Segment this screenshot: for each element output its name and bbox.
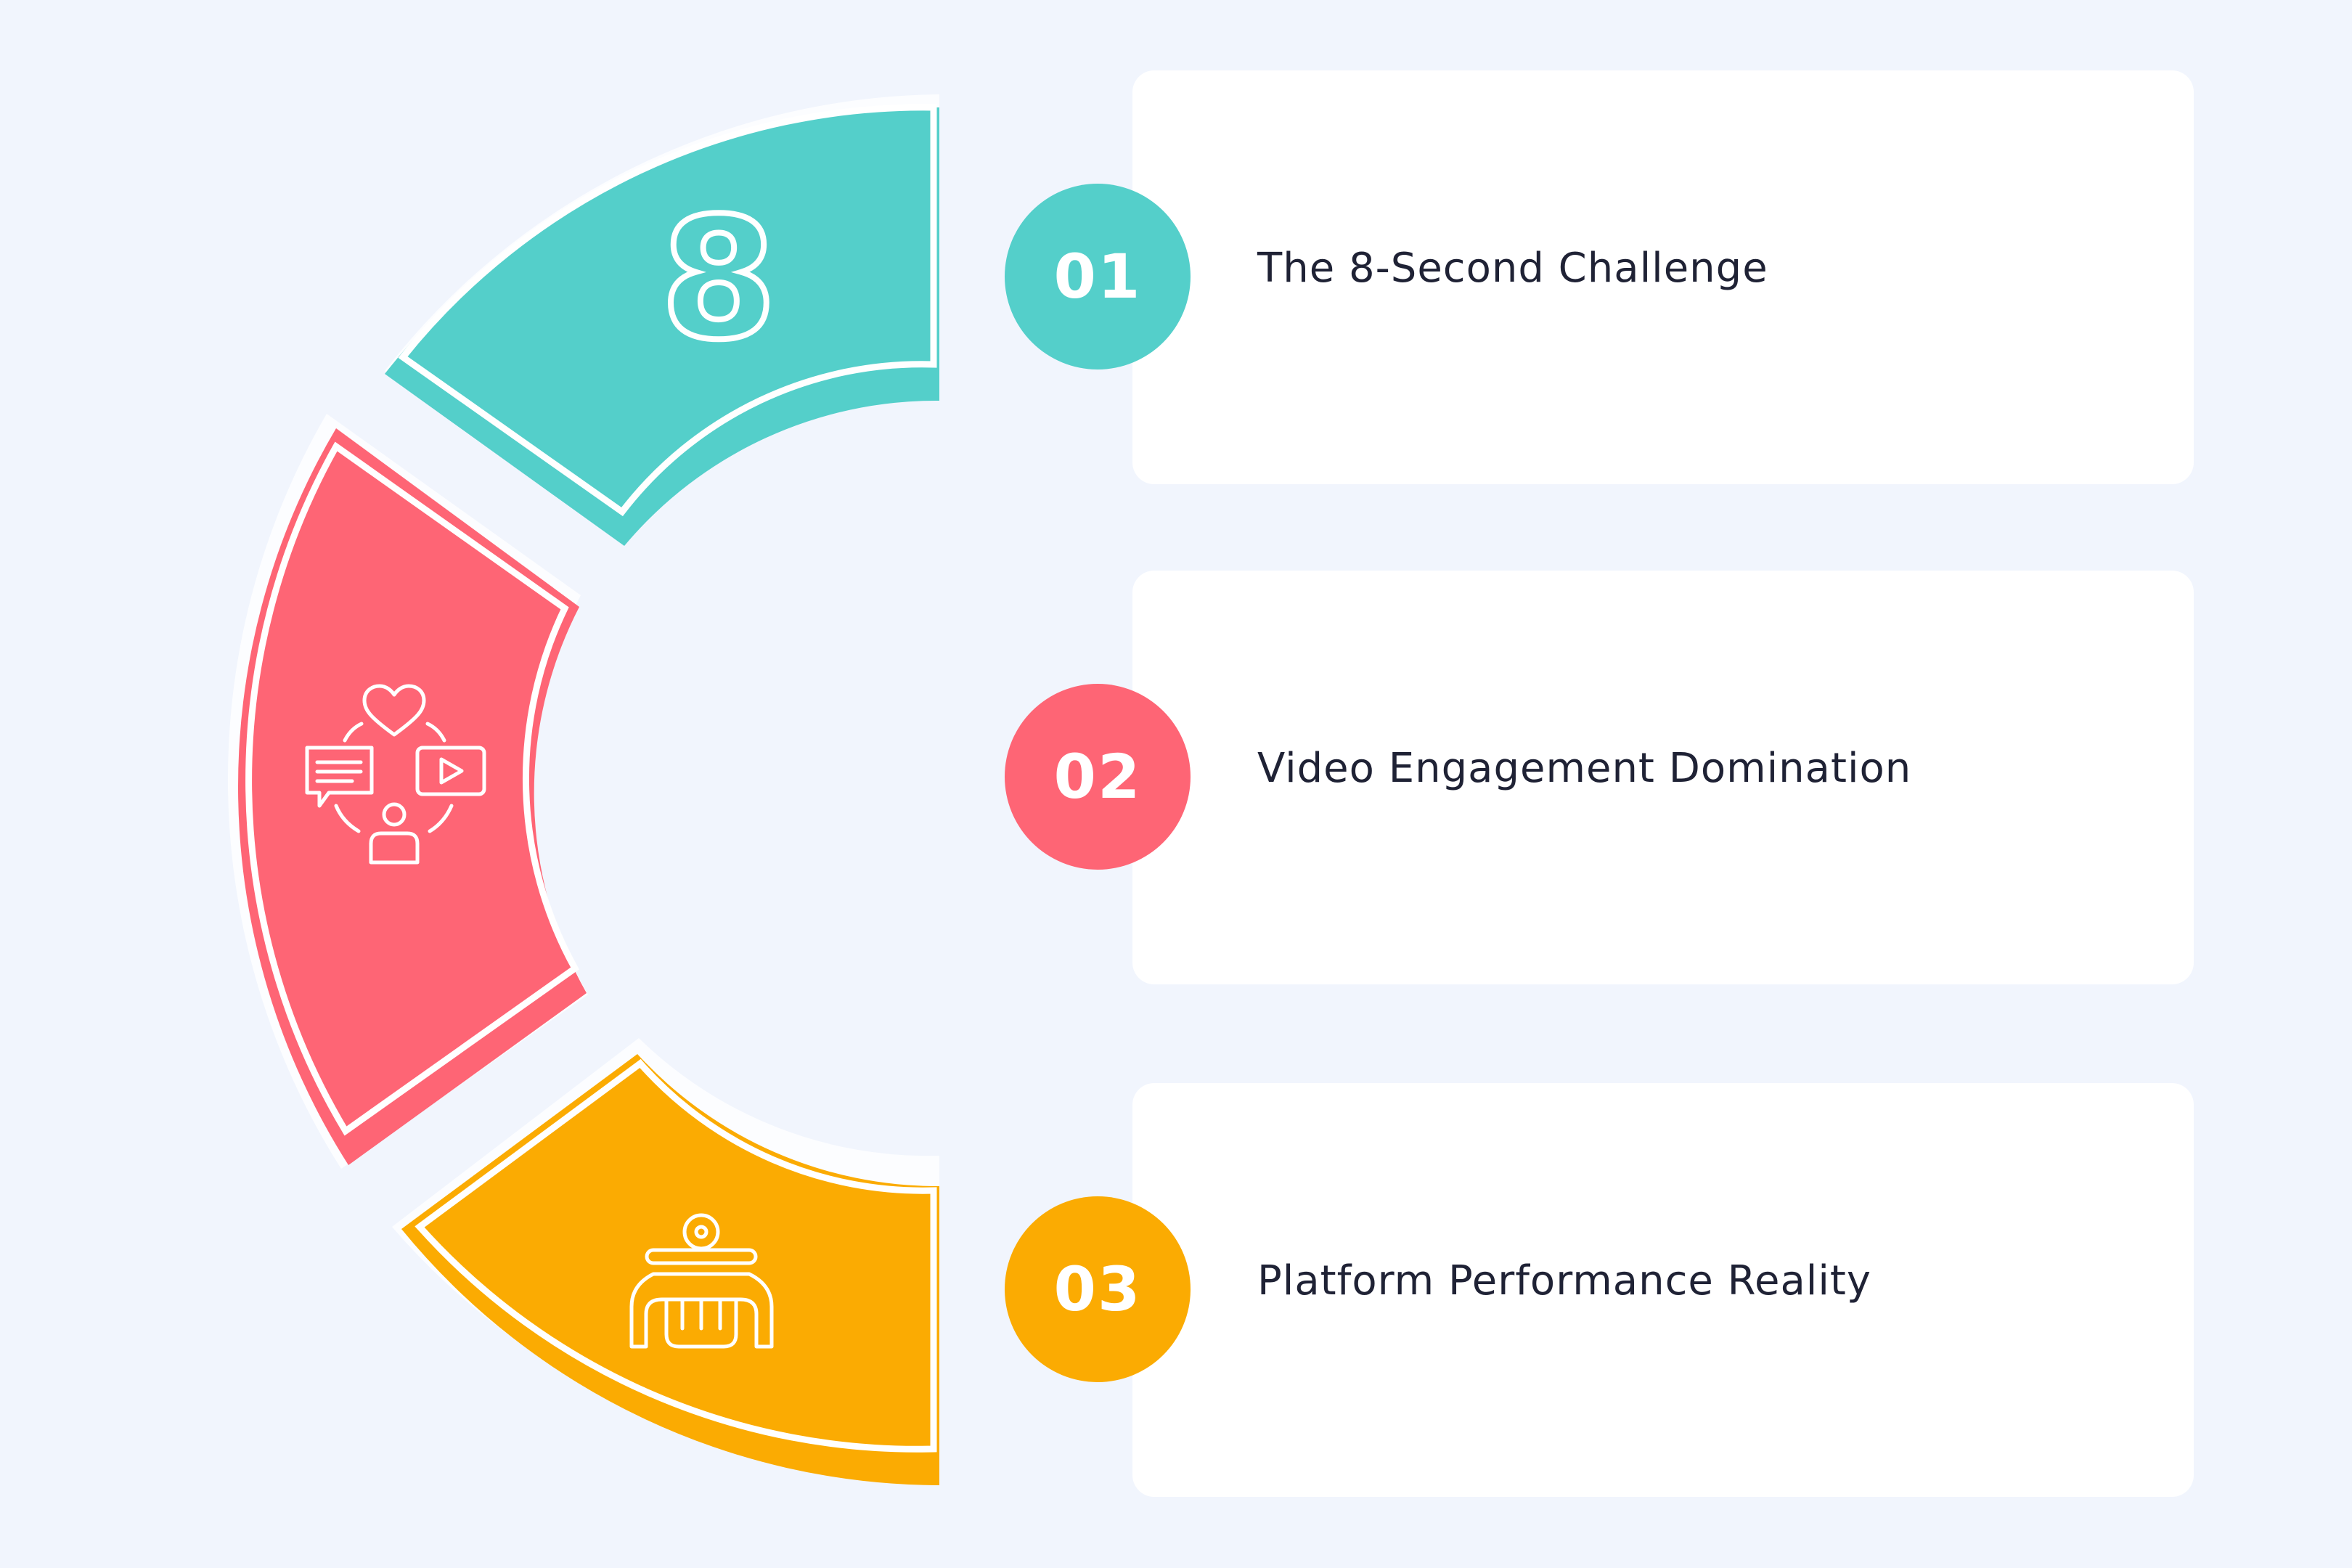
item-card-3: 03 Platform Performance Reality (1005, 1083, 2194, 1497)
item-label-3: Platform Performance Reality (1257, 1257, 1872, 1304)
item-card-1: 01 The 8-Second Challenge (1005, 70, 2194, 484)
digit-eight-glyph: 8 (661, 183, 777, 377)
item-label-2: Video Engagement Domination (1257, 745, 1912, 792)
item-number-badge-2: 02 (1005, 684, 1191, 870)
item-label-1: The 8-Second Challenge (1257, 245, 1768, 292)
segment-amber (392, 1038, 939, 1485)
social-engagement-icon (305, 684, 486, 865)
segment-teal (385, 94, 939, 546)
digit-eight-icon: 8 (658, 180, 780, 380)
item-number-badge-3: 03 (1005, 1196, 1191, 1382)
item-number-badge-1: 01 (1005, 184, 1191, 369)
item-card-2: 02 Video Engagement Domination (1005, 571, 2194, 984)
segment-coral (227, 414, 588, 1169)
platform-performance-icon (629, 1213, 774, 1349)
